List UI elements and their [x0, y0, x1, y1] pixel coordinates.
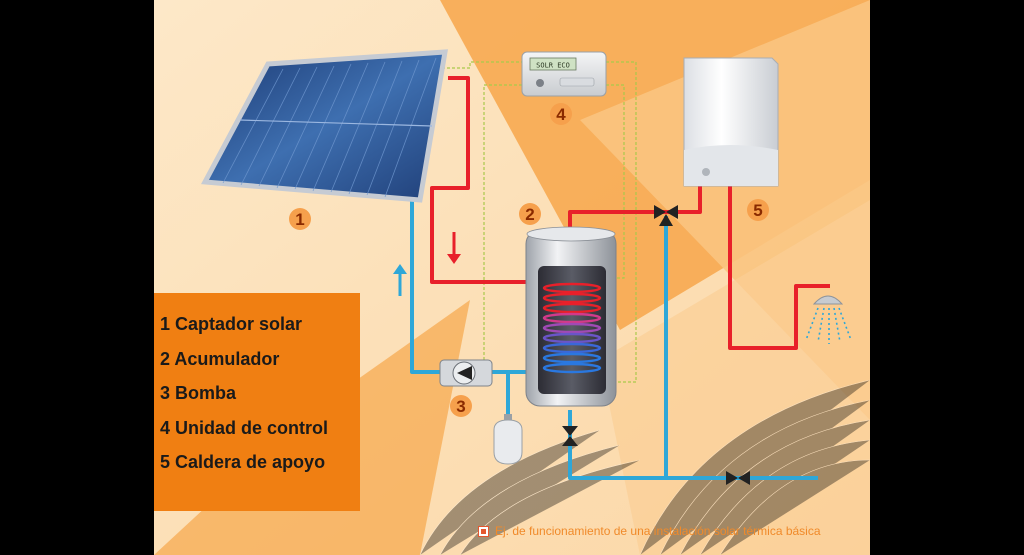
marker-pump: 3: [450, 395, 472, 417]
expansion-vessel: [493, 414, 523, 465]
legend-item: 2 Acumulador: [160, 348, 280, 369]
marker-controller-label: 4: [556, 105, 566, 124]
marker-collector-label: 1: [295, 210, 304, 229]
backup-boiler: [683, 57, 779, 187]
shower-icon: [805, 295, 852, 344]
legend-box: 1 Captador solar 2 Acumulador 3 Bomba 4 …: [154, 293, 360, 511]
control-wires: [442, 61, 637, 383]
solar-collector: [201, 49, 448, 203]
marker-boiler: 5: [747, 199, 769, 221]
caption-text: Ej. de funcionamiento de una instalación…: [495, 524, 821, 538]
valve-icon: [654, 205, 678, 226]
marker-controller: 4: [550, 103, 572, 125]
legend-item: 4 Unidad de control: [160, 417, 329, 438]
marker-pump-label: 3: [456, 397, 465, 416]
legend-item: 1 Captador solar: [160, 314, 303, 334]
controller-display: SOLR ECO: [536, 62, 570, 70]
valve-icon: [562, 426, 578, 446]
marker-tank: 2: [519, 203, 541, 225]
legend-item: 3 Bomba: [160, 383, 237, 403]
bullet-icon: [478, 526, 489, 538]
caption: Ej. de funcionamiento de una instalación…: [478, 524, 870, 544]
hot-water-pipes: [430, 76, 830, 350]
pump-icon: [439, 359, 493, 387]
legend-item: 5 Caldera de apoyo: [160, 452, 326, 472]
control-unit: SOLR ECO: [521, 51, 607, 97]
arrow-up-icon: [393, 264, 407, 296]
storage-tank: [525, 226, 617, 407]
arrow-down-icon: [447, 232, 461, 264]
marker-collector: 1: [289, 208, 311, 230]
marker-tank-label: 2: [525, 205, 534, 224]
marker-boiler-label: 5: [753, 201, 762, 220]
valve-icon: [726, 471, 750, 485]
